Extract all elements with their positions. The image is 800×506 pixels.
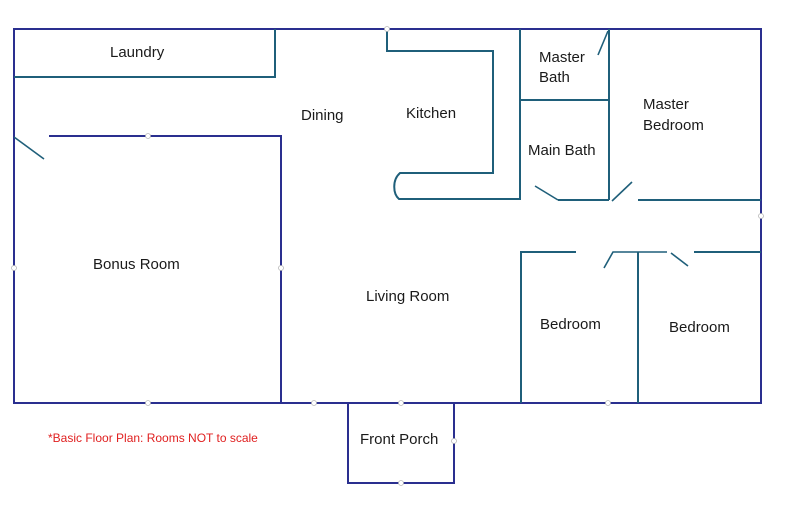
bonus-room-door <box>13 136 45 160</box>
master-bedroom-label-line1: Master <box>643 96 689 113</box>
kitchen-label: Kitchen <box>406 105 457 122</box>
master-bath-label-line1: Master <box>539 49 585 66</box>
bonus-room-walls <box>49 135 282 403</box>
bedroom-2-label: Bedroom <box>669 319 730 336</box>
bedroom-1-door <box>603 251 667 269</box>
bedroom-1-label: Bedroom <box>540 316 601 333</box>
scale-note: *Basic Floor Plan: Rooms NOT to scale <box>48 431 258 445</box>
master-bedroom-door <box>611 181 633 202</box>
front-porch-label: Front Porch <box>360 431 439 448</box>
dining-label: Dining <box>301 107 344 124</box>
main-bath-label: Main Bath <box>528 142 596 159</box>
living-room-label: Living Room <box>366 288 450 305</box>
laundry-walls <box>14 29 276 78</box>
bedroom-1-walls <box>520 251 576 403</box>
master-bath-door <box>597 30 609 56</box>
master-bath-label-line2: Bath <box>539 69 570 86</box>
laundry-label: Laundry <box>110 44 165 61</box>
main-bath-door <box>534 185 559 201</box>
connector-handles <box>11 26 764 486</box>
master-bedroom-label-line2: Bedroom <box>643 117 704 134</box>
kitchen-counter <box>386 29 521 200</box>
bonus-room-label: Bonus Room <box>93 256 180 273</box>
bedroom-2-door <box>670 252 689 267</box>
house-outline <box>13 28 762 404</box>
